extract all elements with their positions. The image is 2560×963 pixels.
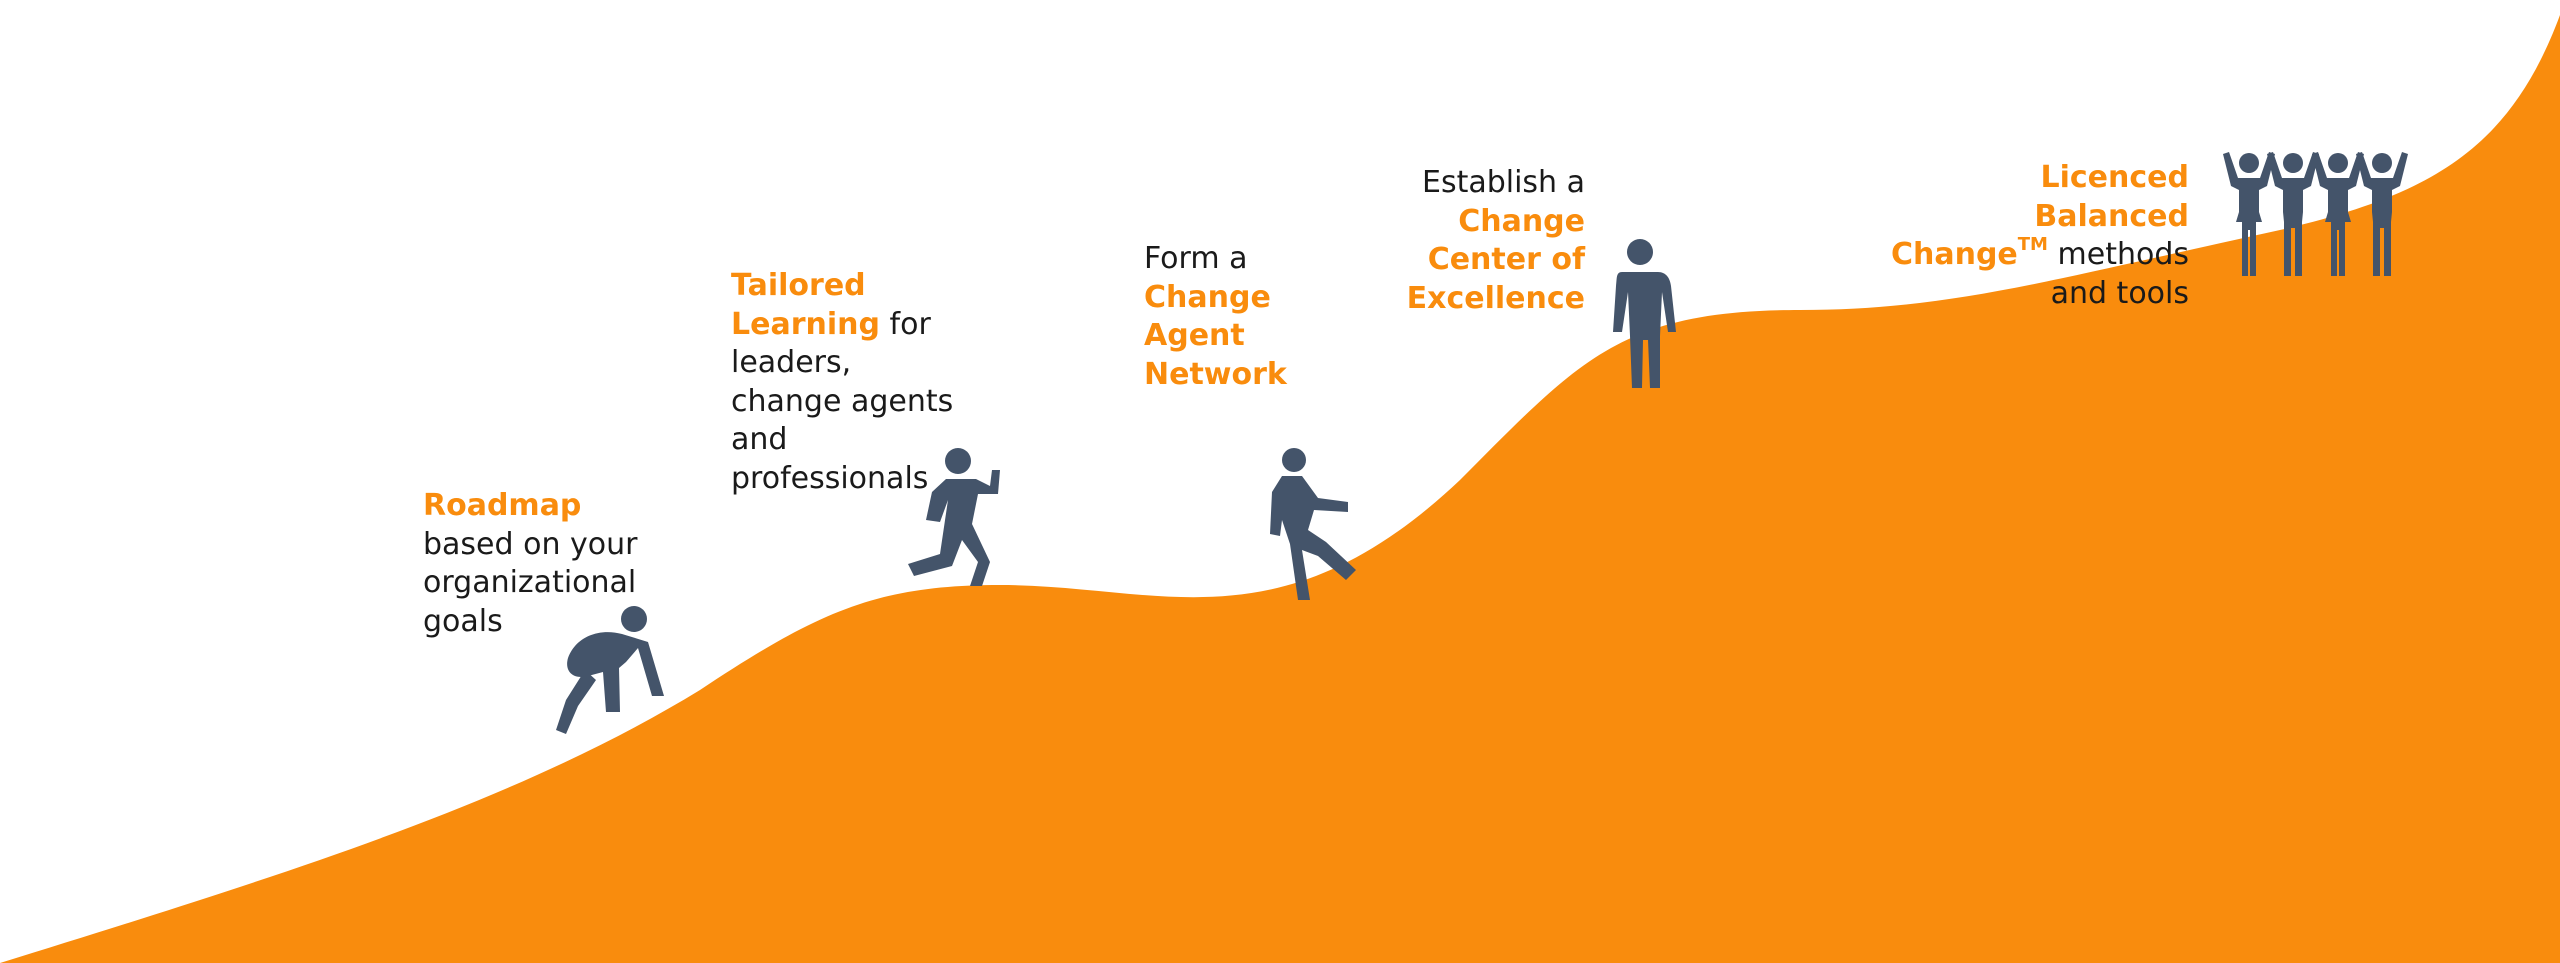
step-center-of-excellence-highlight: Change Center of Excellence [1406, 203, 1585, 316]
step-tailored-learning-highlight: Tailored Learning [731, 268, 880, 342]
step-tailored-learning-label: Tailored Learning for leaders, change ag… [731, 267, 967, 498]
walking-person-icon [1270, 448, 1356, 600]
standing-person-icon [1613, 239, 1676, 388]
trademark-superscript: TM [2017, 234, 2048, 255]
step-change-agent-highlight: Change Agent Network [1144, 279, 1287, 392]
running-person-icon [908, 448, 1000, 586]
hill-curve [0, 15, 2560, 963]
celebrating-group-icon [2223, 152, 2408, 276]
group-person-icon [2356, 152, 2408, 276]
step-change-agent-prefix: Form a [1144, 241, 1248, 276]
group-person-icon [2223, 152, 2275, 276]
group-person-icon [2312, 152, 2364, 276]
group-person-icon [2267, 152, 2319, 276]
step-change-agent-label: Form a Change Agent Network [1144, 240, 1344, 394]
step-tailored-learning-text: for leaders, change agents and professio… [731, 306, 954, 496]
step-center-of-excellence-label: Establish a Change Center of Excellence [1390, 164, 1585, 318]
crouching-person-icon [556, 606, 664, 734]
step-balanced-change-label: Licenced Balanced ChangeTM methods and t… [1880, 159, 2189, 313]
step-roadmap-text: based on your organizational goals [423, 526, 638, 639]
step-balanced-change-text: methods and tools [2050, 237, 2189, 311]
step-center-of-excellence-prefix: Establish a [1421, 165, 1585, 200]
step-roadmap-highlight: Roadmap [423, 488, 582, 523]
step-roadmap-label: Roadmap based on your organizational goa… [423, 487, 683, 641]
step-balanced-change-highlight: Licenced Balanced ChangeTM [1890, 160, 2189, 272]
